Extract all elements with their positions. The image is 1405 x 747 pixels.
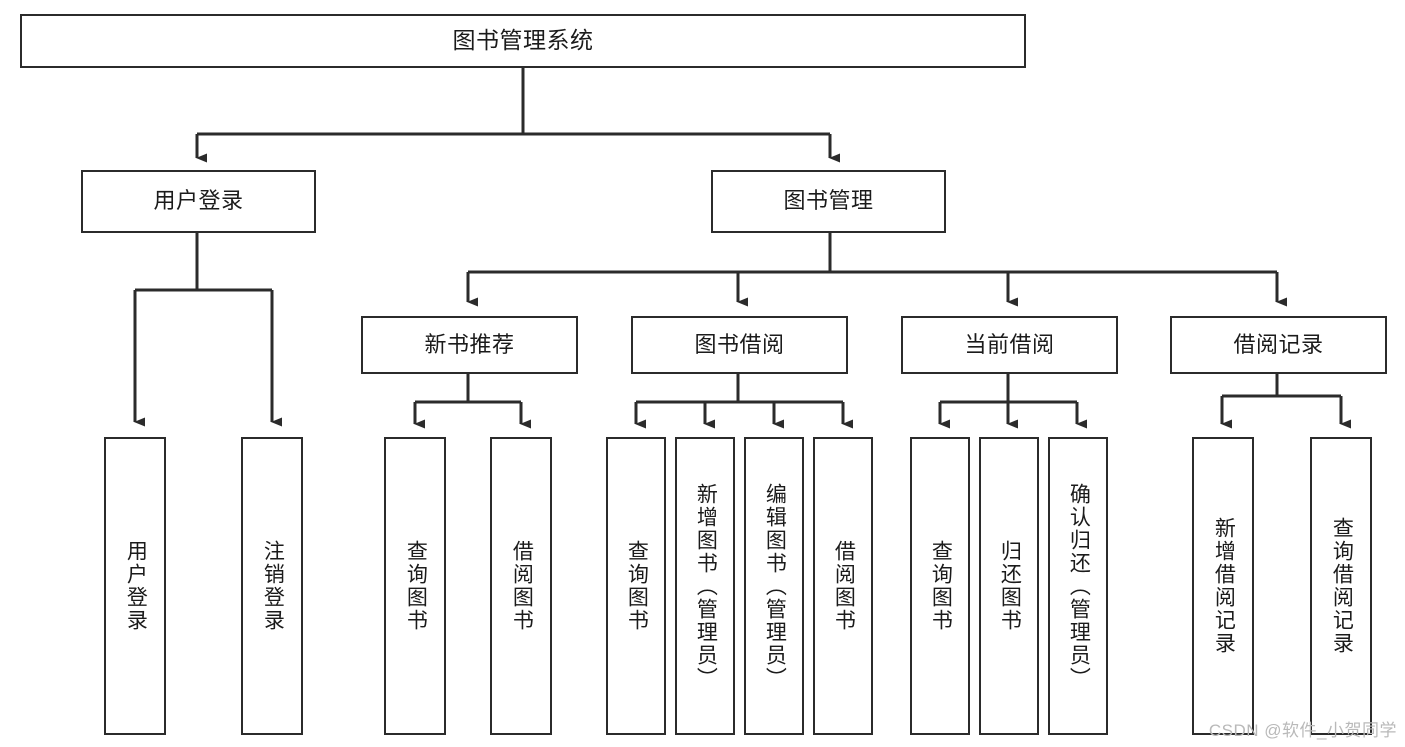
node-user-login[interactable]: 用户登录: [81, 170, 316, 233]
node-label: 确认归还（管理员）: [1067, 482, 1091, 690]
node-label: 查询图书: [404, 540, 428, 632]
node-label: 借阅记录: [1233, 331, 1324, 357]
leaf-edit-book[interactable]: 编辑图书（管理员）: [744, 437, 804, 735]
node-new-book-recommend[interactable]: 新书推荐: [361, 316, 578, 374]
node-label: 新增借阅记录: [1212, 517, 1236, 655]
csdn-watermark: CSDN @软件_小贺同学: [1208, 721, 1397, 740]
leaf-add-book[interactable]: 新增图书（管理员）: [675, 437, 735, 735]
node-borrow-record[interactable]: 借阅记录: [1170, 316, 1387, 374]
node-label: 借阅图书: [510, 540, 534, 632]
leaf-user-logout[interactable]: 注销登录: [241, 437, 303, 735]
leaf-borrow-book-recommend[interactable]: 借阅图书: [490, 437, 552, 735]
node-label: 用户登录: [153, 188, 244, 214]
leaf-add-borrow-record[interactable]: 新增借阅记录: [1192, 437, 1254, 735]
node-label: 当前借阅: [964, 331, 1055, 357]
node-label: 图书管理系统: [452, 27, 594, 54]
node-label: 新书推荐: [424, 331, 515, 357]
node-label: 查询图书: [929, 540, 953, 632]
node-book-management[interactable]: 图书管理: [711, 170, 946, 233]
leaf-query-book-recommend[interactable]: 查询图书: [384, 437, 446, 735]
node-label: 归还图书: [998, 540, 1022, 632]
node-label: 新增图书（管理员）: [694, 482, 718, 690]
node-label: 借阅图书: [832, 540, 856, 632]
leaf-query-book-current[interactable]: 查询图书: [910, 437, 970, 735]
node-current-borrow[interactable]: 当前借阅: [901, 316, 1118, 374]
leaf-user-login[interactable]: 用户登录: [104, 437, 166, 735]
leaf-borrow-book[interactable]: 借阅图书: [813, 437, 873, 735]
leaf-confirm-return[interactable]: 确认归还（管理员）: [1048, 437, 1108, 735]
node-root-system[interactable]: 图书管理系统: [20, 14, 1026, 68]
leaf-return-book[interactable]: 归还图书: [979, 437, 1039, 735]
node-book-borrow[interactable]: 图书借阅: [631, 316, 848, 374]
node-label: 注销登录: [261, 540, 285, 632]
node-label: 图书借阅: [694, 331, 785, 357]
node-label: 编辑图书（管理员）: [763, 482, 787, 690]
leaf-query-book-borrow[interactable]: 查询图书: [606, 437, 666, 735]
leaf-query-borrow-record[interactable]: 查询借阅记录: [1310, 437, 1372, 735]
node-label: 查询图书: [625, 540, 649, 632]
node-label: 用户登录: [124, 540, 148, 632]
node-label: 图书管理: [783, 188, 874, 214]
node-label: 查询借阅记录: [1330, 517, 1354, 655]
